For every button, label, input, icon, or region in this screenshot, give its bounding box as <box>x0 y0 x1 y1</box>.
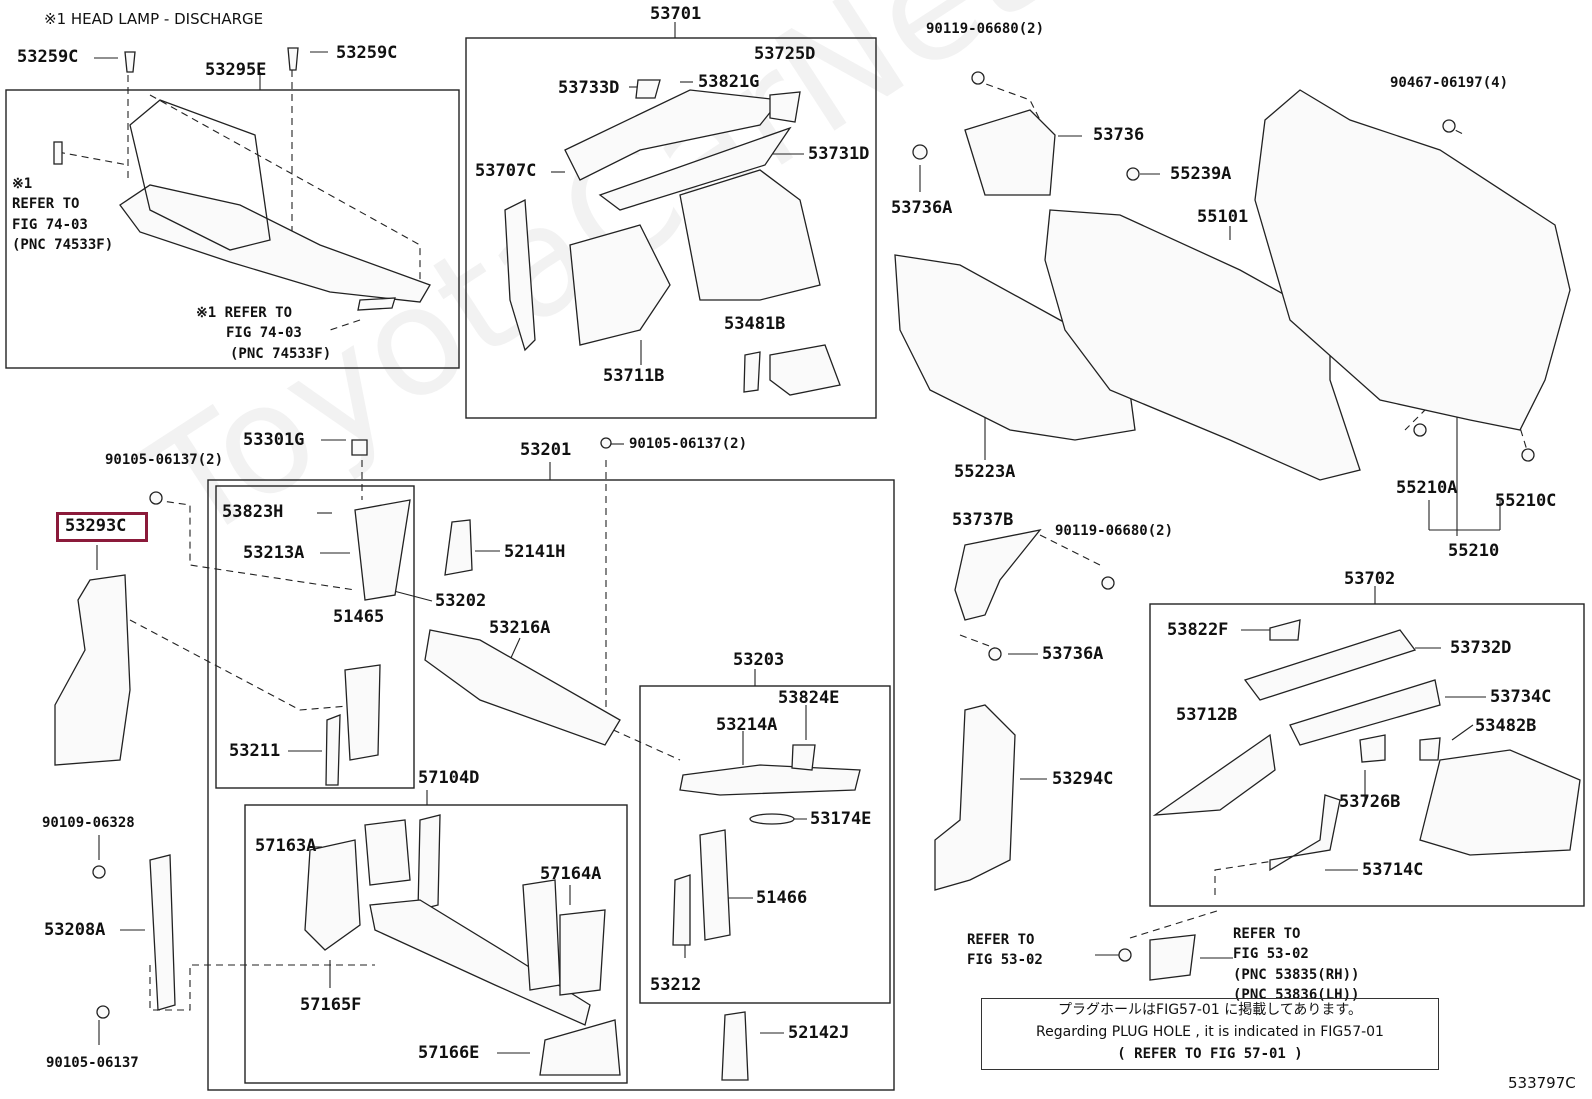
part-label-55210A[interactable]: 55210A <box>1396 478 1458 498</box>
refer-note-fig-53-02[interactable]: REFER TO FIG 53-02 (PNC 53835(RH)) (PNC … <box>1233 926 1360 1003</box>
part-label-53208A[interactable]: 53208A <box>44 920 106 940</box>
refer-note-fig-53-02[interactable]: REFER TO FIG 53-02 <box>967 932 1043 969</box>
frame-53202-sub <box>215 485 415 789</box>
part-label-55239A[interactable]: 55239A <box>1170 164 1232 184</box>
part-label-53725D[interactable]: 53725D <box>754 44 816 64</box>
part-label-55101[interactable]: 55101 <box>1197 207 1249 227</box>
part-label-53294C[interactable]: 53294C <box>1052 769 1114 789</box>
part-label-53824E[interactable]: 53824E <box>778 688 840 708</box>
frame-53203 <box>639 685 891 1004</box>
part-label-57164A[interactable]: 57164A <box>540 864 602 884</box>
part-label-53201[interactable]: 53201 <box>520 440 572 460</box>
part-label-53214A[interactable]: 53214A <box>716 715 778 735</box>
shape-55210 <box>1254 89 1571 431</box>
part-label-53481B[interactable]: 53481B <box>724 314 786 334</box>
shape-53294C <box>934 704 1016 891</box>
part-label-57163A[interactable]: 57163A <box>255 836 317 856</box>
part-label-57104D[interactable]: 57104D <box>418 768 480 788</box>
part-label-53736A[interactable]: 53736A <box>891 198 953 218</box>
part-label-53731D[interactable]: 53731D <box>808 144 870 164</box>
part-label-53733D[interactable]: 53733D <box>558 78 620 98</box>
part-label-90105-06137[interactable]: 90105-06137 <box>46 1055 139 1071</box>
part-label-53736A[interactable]: 53736A <box>1042 644 1104 664</box>
shape-53293C <box>54 574 131 766</box>
part-label-53259C[interactable]: 53259C <box>336 43 398 63</box>
frame-upper-left <box>5 89 460 369</box>
part-label-55210C[interactable]: 55210C <box>1495 491 1557 511</box>
part-label-53736[interactable]: 53736 <box>1093 125 1145 145</box>
frame-53702 <box>1149 603 1585 907</box>
frame-53201 <box>207 479 895 1091</box>
part-label-52142J[interactable]: 52142J <box>788 1023 850 1043</box>
part-label-53259C[interactable]: 53259C <box>17 47 79 67</box>
shape-53208A <box>149 854 176 1011</box>
shape-55101 <box>1044 209 1361 481</box>
diagram-code: 533797C <box>1508 1074 1576 1092</box>
part-label-53203[interactable]: 53203 <box>733 650 785 670</box>
part-label-90109-06328[interactable]: 90109-06328 <box>42 815 135 831</box>
part-label-53714C[interactable]: 53714C <box>1362 860 1424 880</box>
part-label-53734C[interactable]: 53734C <box>1490 687 1552 707</box>
part-label-53211[interactable]: 53211 <box>229 741 281 761</box>
part-label-53295E[interactable]: 53295E <box>205 60 267 80</box>
shape-55223A <box>894 254 1136 441</box>
part-label-55210[interactable]: 55210 <box>1448 541 1500 561</box>
part-label-53711B[interactable]: 53711B <box>603 366 665 386</box>
refer-note: ※1 REFER TO FIG 74-03 (PNC 74533F) <box>12 176 114 253</box>
part-label-51465[interactable]: 51465 <box>333 607 385 627</box>
part-label-53732D[interactable]: 53732D <box>1450 638 1512 658</box>
part-label-53822F[interactable]: 53822F <box>1167 620 1229 640</box>
part-label-53823H[interactable]: 53823H <box>222 502 284 522</box>
shape-53216A <box>424 629 621 746</box>
part-label-53482B[interactable]: 53482B <box>1475 716 1537 736</box>
part-label-53174E[interactable]: 53174E <box>810 809 872 829</box>
part-label-53293C[interactable]: 53293C <box>65 516 127 536</box>
frame-57104D <box>244 804 628 1084</box>
part-label-90119-06680[interactable]: 90119-06680(2) <box>926 21 1045 37</box>
part-label-57165F[interactable]: 57165F <box>300 995 362 1015</box>
part-label-53216A[interactable]: 53216A <box>489 618 551 638</box>
refer-note: ※1 REFER TO FIG 74-03 (PNC 74533F) <box>196 305 332 362</box>
part-label-53726B[interactable]: 53726B <box>1339 792 1401 812</box>
shape-53737B <box>954 529 1042 621</box>
part-label-90467-06197[interactable]: 90467-06197(4) <box>1390 75 1509 91</box>
part-label-52141H[interactable]: 52141H <box>504 542 566 562</box>
header-note: ※1 HEAD LAMP - DISCHARGE <box>44 10 264 28</box>
part-label-53707C[interactable]: 53707C <box>475 161 537 181</box>
part-label-90105-06137[interactable]: 90105-06137(2) <box>105 452 224 468</box>
plug-hole-note: プラグホールはFIG57-01 に掲載してあります。 Regarding PLU… <box>981 998 1439 1070</box>
part-label-55223A[interactable]: 55223A <box>954 462 1016 482</box>
plug-note-line3[interactable]: ( REFER TO FIG 57-01 ) <box>1117 1046 1303 1062</box>
part-label-90119-06680[interactable]: 90119-06680(2) <box>1055 523 1174 539</box>
part-label-53702[interactable]: 53702 <box>1344 569 1396 589</box>
part-label-53737B[interactable]: 53737B <box>952 510 1014 530</box>
part-label-53202[interactable]: 53202 <box>435 591 487 611</box>
part-label-53701[interactable]: 53701 <box>650 4 702 24</box>
part-label-53712B[interactable]: 53712B <box>1176 705 1238 725</box>
plug-note-line1: プラグホールはFIG57-01 に掲載してあります。 <box>1058 1002 1362 1018</box>
shape-57104D <box>369 899 591 1026</box>
part-label-53301G[interactable]: 53301G <box>243 430 305 450</box>
shape-53295E <box>119 184 431 303</box>
part-label-53212[interactable]: 53212 <box>650 975 702 995</box>
part-label-90105-06137[interactable]: 90105-06137(2) <box>629 436 748 452</box>
highlight-box <box>56 512 148 542</box>
part-label-51466[interactable]: 51466 <box>756 888 808 908</box>
plug-note-line2: Regarding PLUG HOLE , it is indicated in… <box>1036 1024 1384 1040</box>
part-label-57166E[interactable]: 57166E <box>418 1043 480 1063</box>
part-label-53213A[interactable]: 53213A <box>243 543 305 563</box>
part-label-53821G[interactable]: 53821G <box>698 72 760 92</box>
frame-53701 <box>465 37 877 419</box>
